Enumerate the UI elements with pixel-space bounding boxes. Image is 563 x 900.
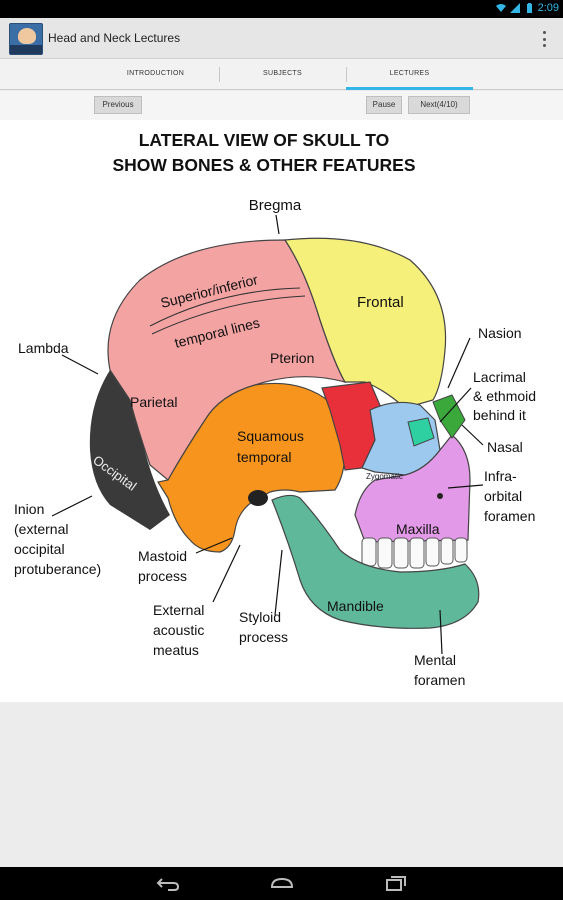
mandible-bone bbox=[271, 494, 480, 629]
label-frontal: Frontal bbox=[357, 294, 404, 311]
app-logo-icon[interactable] bbox=[9, 23, 43, 55]
label-maxilla: Maxilla bbox=[396, 521, 440, 537]
label-lines bbox=[51, 214, 484, 655]
tab-lectures[interactable]: LECTURES bbox=[346, 59, 473, 90]
teeth bbox=[361, 537, 468, 569]
external-acoustic-meatus-hole bbox=[248, 490, 268, 506]
label-mental-1: Mental bbox=[414, 652, 456, 668]
status-bar: 2:09 bbox=[0, 0, 563, 18]
label-infraorbital-2: orbital bbox=[484, 488, 522, 504]
system-nav-bar bbox=[0, 867, 563, 900]
label-styloid-1: Styloid bbox=[239, 609, 281, 625]
label-lacrimal-3: behind it bbox=[473, 407, 526, 423]
status-right: 2:09 bbox=[495, 2, 559, 14]
label-styloid-2: process bbox=[239, 629, 288, 645]
label-inion-4: protuberance) bbox=[14, 561, 101, 577]
slide-content: LATERAL VIEW OF SKULL TO SHOW BONES & OT… bbox=[0, 120, 563, 702]
recent-apps-icon[interactable] bbox=[382, 873, 410, 893]
label-nasal: Nasal bbox=[487, 439, 523, 455]
previous-button[interactable]: Previous bbox=[94, 96, 142, 114]
label-lambda: Lambda bbox=[18, 340, 69, 356]
temporal-bone bbox=[157, 382, 346, 553]
tab-bar: INTRODUCTION SUBJECTS LECTURES bbox=[0, 59, 563, 90]
pause-button[interactable]: Pause bbox=[366, 96, 402, 114]
slide-title-line2: SHOW BONES & OTHER FEATURES bbox=[112, 155, 415, 175]
label-lacrimal-1: Lacrimal bbox=[473, 369, 526, 385]
back-icon[interactable] bbox=[154, 873, 182, 893]
battery-icon bbox=[526, 3, 532, 13]
label-infraorbital-1: Infra- bbox=[484, 468, 517, 484]
home-icon[interactable] bbox=[268, 873, 296, 893]
tab-introduction[interactable]: INTRODUCTION bbox=[126, 70, 185, 77]
label-mental-2: foramen bbox=[414, 672, 465, 688]
maxilla-bone bbox=[354, 434, 471, 543]
skull-diagram: LATERAL VIEW OF SKULL TO SHOW BONES & OT… bbox=[14, 130, 536, 688]
label-inion-2: (external bbox=[14, 521, 68, 537]
label-bregma: Bregma bbox=[249, 197, 302, 214]
frontal-bone bbox=[283, 237, 447, 409]
signal-icon bbox=[509, 3, 520, 13]
label-inion-3: occipital bbox=[14, 541, 65, 557]
slide-title-line1: LATERAL VIEW OF SKULL TO bbox=[139, 130, 390, 150]
next-button[interactable]: Next(4/10) bbox=[408, 96, 470, 114]
nasal-bone bbox=[432, 394, 466, 439]
label-squamous-2: temporal bbox=[237, 449, 291, 465]
label-parietal: Parietal bbox=[130, 394, 177, 410]
label-infraorbital-3: foramen bbox=[484, 508, 535, 524]
label-zygomatic: Zygomatic bbox=[366, 472, 403, 481]
label-inion-1: Inion bbox=[14, 501, 44, 517]
label-external-acoustic-2: acoustic bbox=[153, 622, 204, 638]
label-mastoid-2: process bbox=[138, 568, 187, 584]
empty-area bbox=[0, 702, 563, 867]
label-mastoid-1: Mastoid bbox=[138, 548, 187, 564]
status-time: 2:09 bbox=[537, 2, 559, 14]
label-pterion: Pterion bbox=[270, 350, 314, 366]
label-external-acoustic-1: External bbox=[153, 602, 204, 618]
app-title: Head and Neck Lectures bbox=[48, 31, 181, 45]
label-external-acoustic-3: meatus bbox=[153, 642, 199, 658]
wifi-icon bbox=[495, 4, 506, 12]
label-squamous-1: Squamous bbox=[237, 428, 304, 444]
label-nasion: Nasion bbox=[478, 325, 522, 341]
label-lacrimal-2: & ethmoid bbox=[473, 388, 536, 404]
label-mandible: Mandible bbox=[327, 598, 384, 614]
action-bar: Head and Neck Lectures bbox=[0, 18, 563, 59]
lecture-toolbar: Previous Pause Next(4/10) bbox=[0, 91, 563, 120]
overflow-menu-icon[interactable] bbox=[539, 28, 549, 50]
tab-subjects[interactable]: SUBJECTS bbox=[263, 70, 302, 77]
occipital-bone bbox=[89, 370, 170, 530]
lacrimal-bone bbox=[407, 417, 435, 447]
